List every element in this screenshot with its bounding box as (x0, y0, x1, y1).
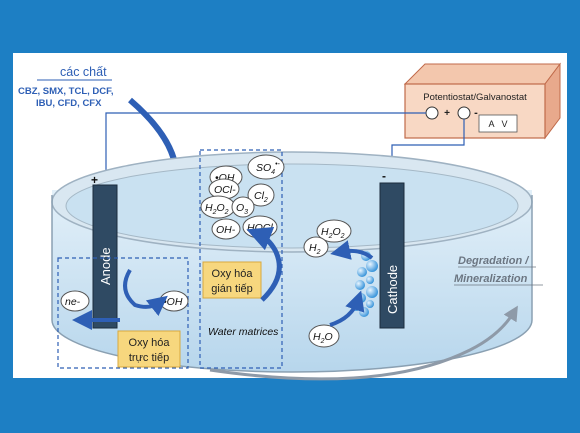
anode-label: Anode (98, 247, 113, 285)
svg-text:Oxy hóa: Oxy hóa (129, 337, 171, 349)
direct-oxidation-label: Oxy hóa trực tiếp (117, 330, 181, 368)
meter-label: A V (488, 119, 507, 129)
reactor-tank (51, 151, 533, 373)
anode-electrode: Anode + (91, 173, 118, 329)
indirect-oxidation-arrow (246, 227, 282, 302)
minus-terminal-sign: - (474, 107, 478, 119)
water-surface (65, 163, 519, 249)
water-matrices-label: Water matrices (208, 326, 279, 338)
hypochlorite-ion: OCl- (214, 184, 236, 196)
anode-sign: + (91, 173, 98, 187)
ozone: O3 (236, 202, 248, 216)
indirect-oxidation-region (199, 149, 283, 369)
hydroxide-ion: OH- (216, 224, 236, 236)
cathode-h2o2: H2O2 (321, 226, 345, 240)
cathode-label: Cathode (385, 265, 400, 314)
so4-radical: SO4•- (256, 161, 281, 176)
svg-text:gián tiếp: gián tiếp (211, 283, 253, 295)
chlorine: Cl2 (254, 190, 268, 204)
hydrogen-gas: H2 (309, 242, 321, 256)
meter-display (478, 114, 518, 133)
substances-heading: các chất (60, 65, 107, 79)
svg-text:trực tiếp: trực tiếp (129, 352, 169, 364)
cathode-electrode: Cathode - (379, 169, 405, 329)
substances-block: các chất CBZ, SMX, TCL, DCF, IBU, CFD, C… (18, 65, 114, 109)
potentiostat: Potentiostat/Galvanostat + - A V (403, 62, 561, 140)
hydrogen-peroxide: H2O2 (205, 202, 229, 216)
cathode-sign: - (382, 169, 386, 183)
indirect-oxidation-label: Oxy hóa gián tiếp (202, 261, 262, 299)
electron-transfer: ne- (65, 296, 81, 308)
potentiostat-label: Potentiostat/Galvanostat (423, 92, 527, 103)
cathode-reduction-arrow (329, 290, 365, 327)
svg-text:Oxy hóa: Oxy hóa (212, 268, 254, 280)
plus-terminal-sign: + (444, 108, 450, 119)
hypochlorous-acid: HOCl (247, 222, 273, 234)
anode-radical-arrow (123, 268, 168, 317)
water-molecule: H2O (313, 331, 333, 345)
degradation-label-1: Degradation / (458, 255, 530, 267)
direct-oxidation-region (57, 257, 189, 369)
cathode-gas-arrow (330, 240, 374, 260)
degradation-arrow (209, 305, 518, 381)
hydroxyl-radical-2: •OH (163, 296, 183, 308)
degradation-label-2: Mineralization (454, 273, 528, 285)
substances-line-1: CBZ, SMX, TCL, DCF, (18, 86, 114, 97)
substances-line-2: IBU, CFD, CFX (36, 98, 102, 109)
cathode-species: H2O2 H2 H2O (303, 219, 352, 348)
